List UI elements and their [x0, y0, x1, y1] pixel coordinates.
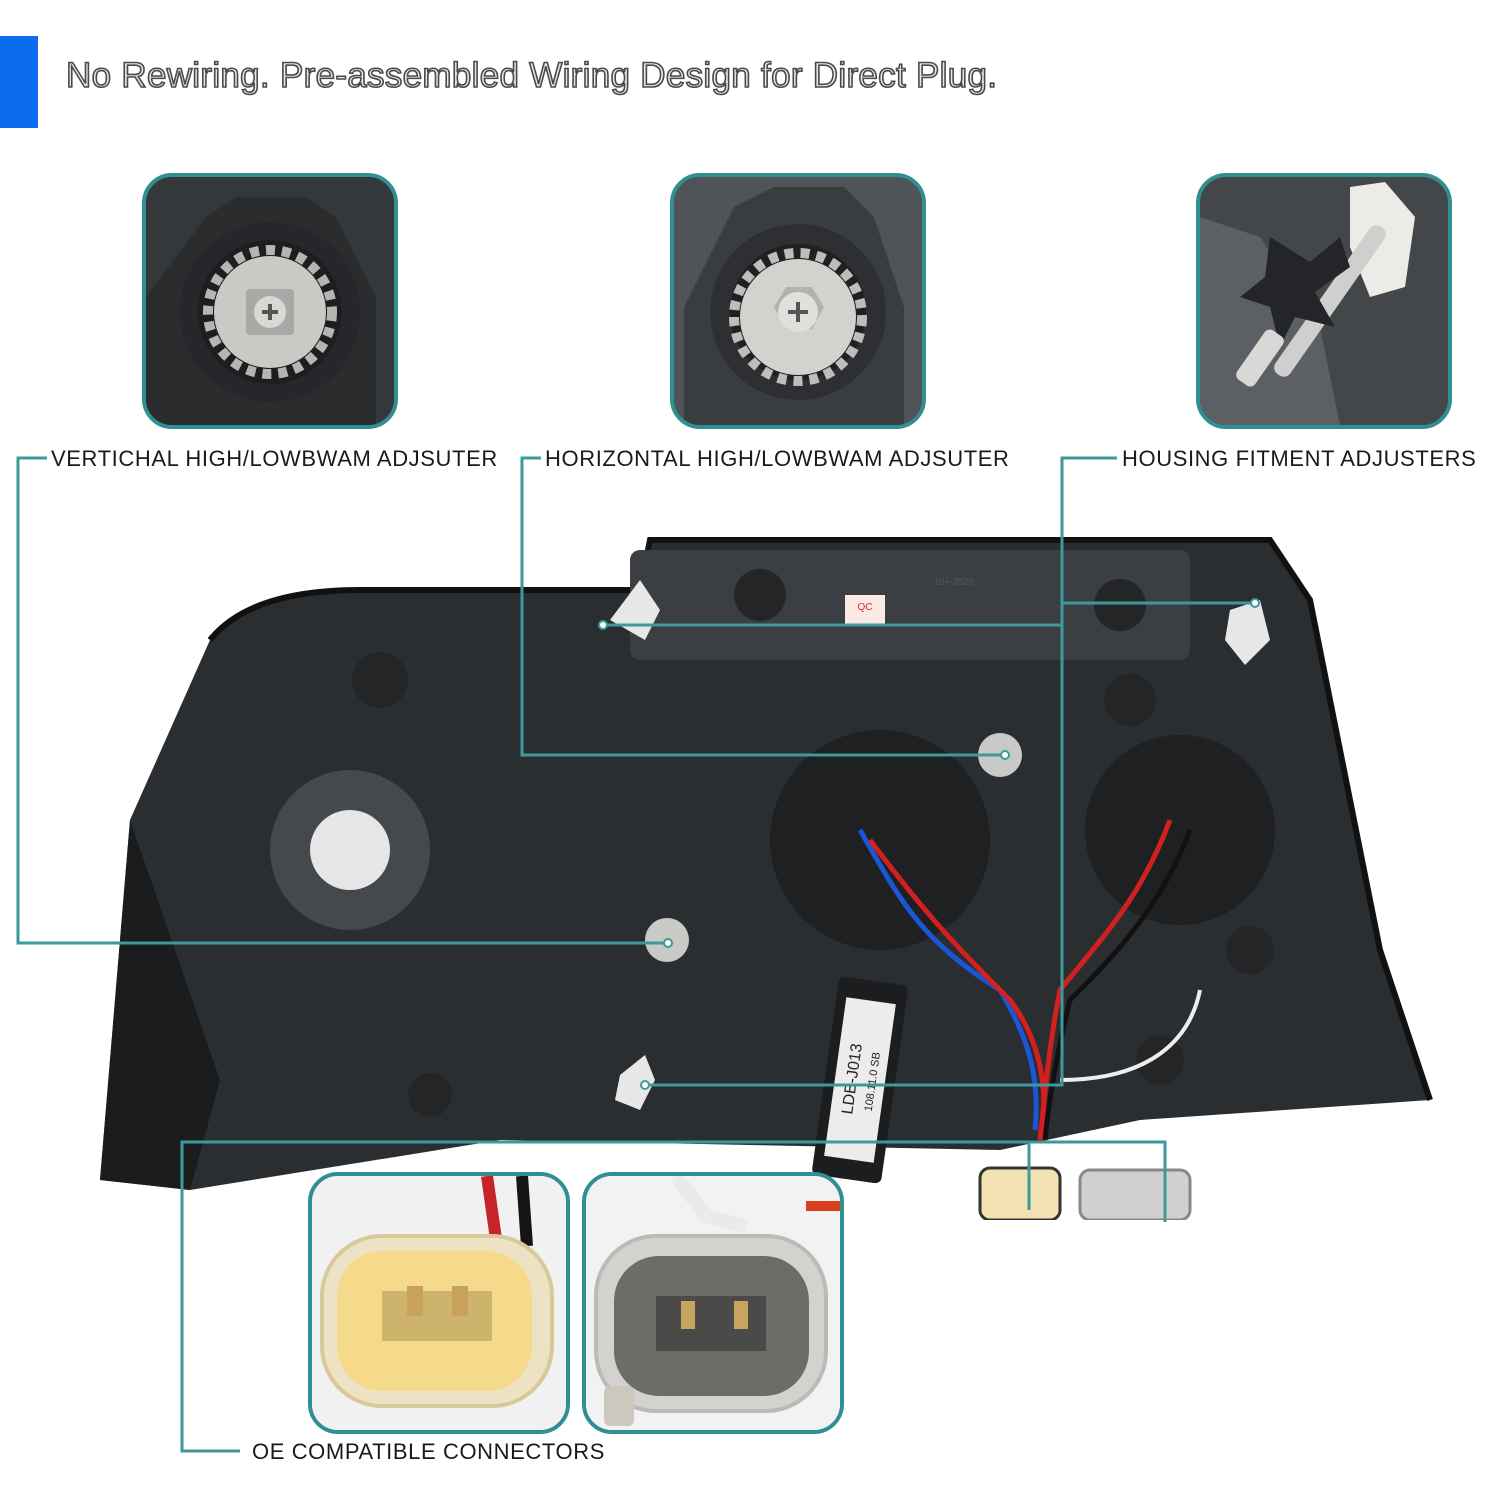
page-headline: No Rewiring. Pre-assembled Wiring Design…	[65, 55, 998, 96]
thumb-horizontal-adjuster	[670, 173, 926, 429]
thumb-connector-grey	[582, 1172, 844, 1434]
housing-stamp: BH-J629	[935, 577, 974, 588]
headlight-rear-photo: QC BH-J629 LDB-J013 108.11.0 SB	[100, 520, 1450, 1220]
adjuster-gear-icon	[203, 245, 337, 379]
thumb-vertical-adjuster	[142, 173, 398, 429]
callout-oe-connectors: OE COMPATIBLE CONNECTORS	[248, 1439, 610, 1465]
thumb-connector-yellow	[308, 1172, 570, 1434]
callout-vertical-adjuster: VERTICHAL HIGH/LOWBWAM ADJSUTER	[47, 446, 502, 472]
connector-plug-icon	[320, 1234, 554, 1408]
qc-sticker: QC	[858, 602, 873, 613]
connector-plug-icon	[594, 1234, 828, 1426]
housing-screw-icon	[1236, 182, 1415, 387]
accent-bar	[0, 36, 38, 128]
thumb-housing-adjuster	[1196, 173, 1452, 429]
adjuster-gear-icon	[729, 248, 867, 386]
callout-housing-adjusters: HOUSING FITMENT ADJUSTERS	[1118, 446, 1481, 472]
callout-horizontal-adjuster: HORIZONTAL HIGH/LOWBWAM ADJSUTER	[541, 446, 1014, 472]
